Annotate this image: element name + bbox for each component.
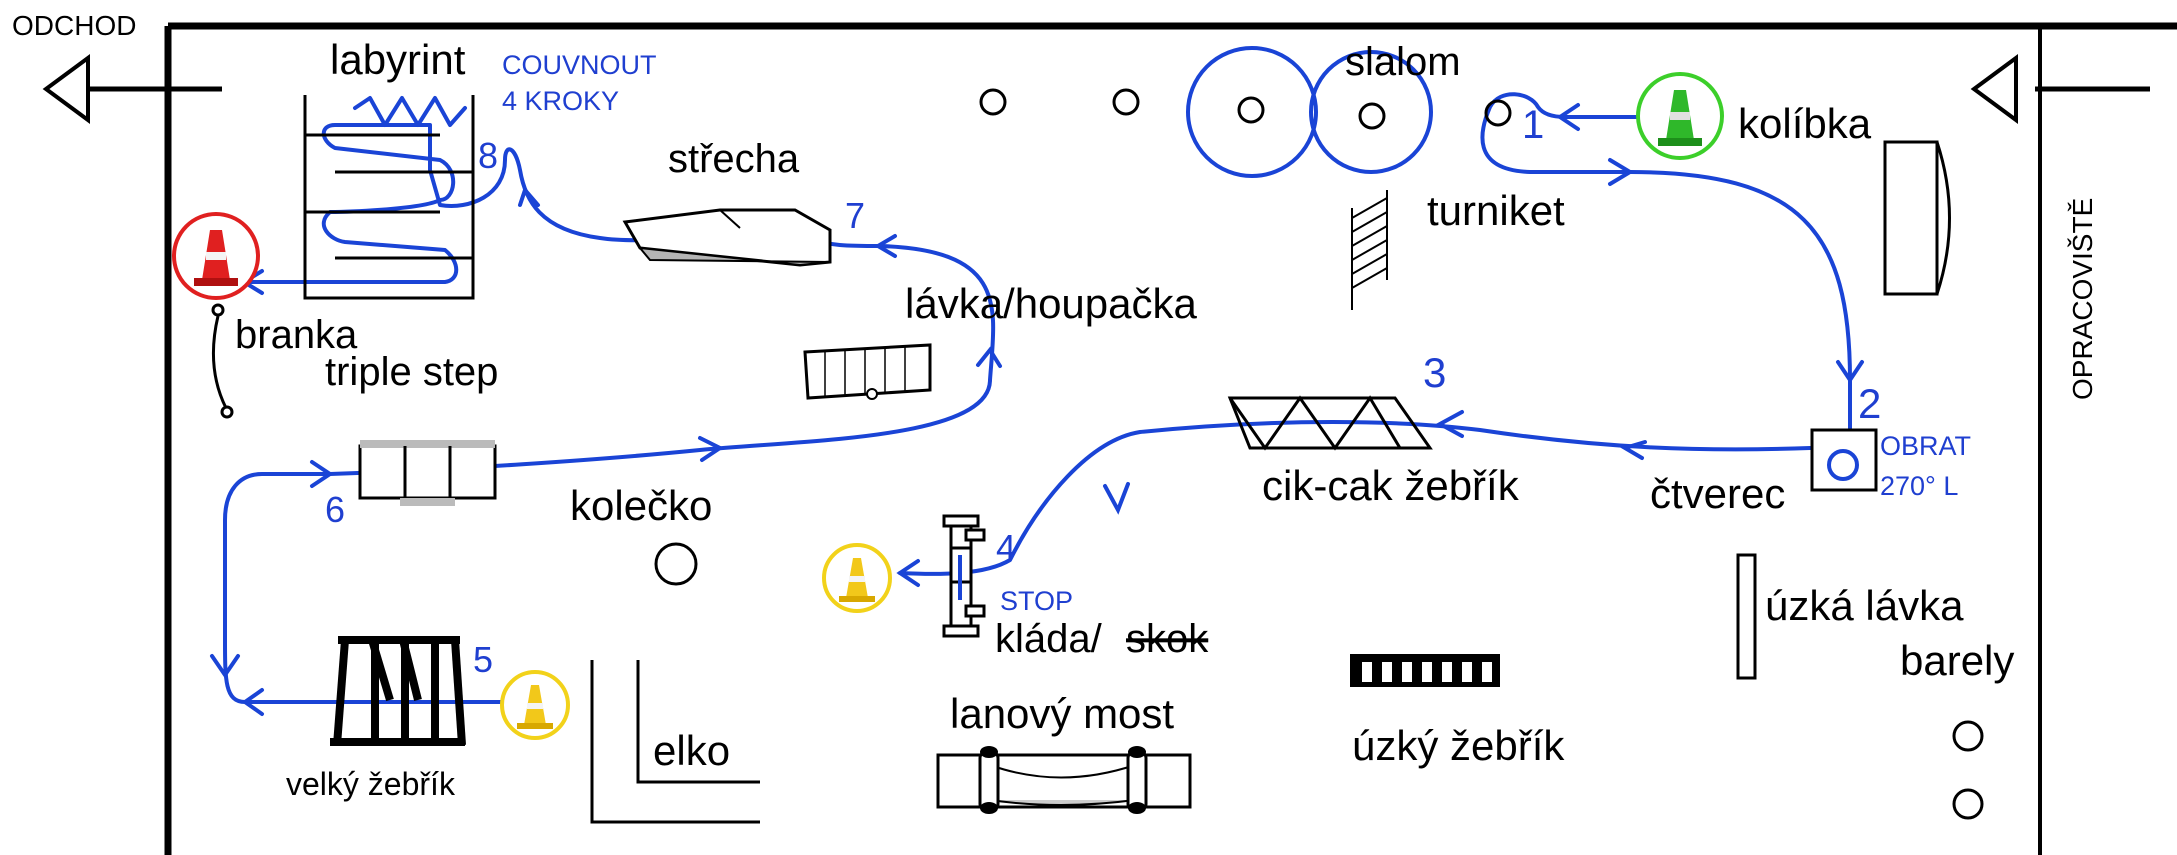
log-icon [942, 514, 986, 638]
step-3: 3 [1423, 349, 1446, 396]
step-5: 5 [473, 639, 493, 680]
barrels-label: barely [1900, 637, 2014, 684]
wheel-label: kolečko [570, 482, 712, 529]
note-backup-line2: 4 KROKY [502, 86, 619, 116]
narrow-ladder-label: úzký žebřík [1352, 722, 1565, 769]
cradle-label: kolíbka [1738, 100, 1872, 147]
rope-bridge-label: lanový most [950, 690, 1174, 737]
slalom-label: slalom [1345, 40, 1461, 84]
warmup-arrow-icon [1970, 54, 2150, 124]
turnstile-icon [1351, 190, 1388, 310]
seesaw-icon [803, 343, 932, 400]
labyrinth-icon [303, 95, 475, 300]
cradle-icon [1883, 140, 1951, 296]
note-stop: STOP [1000, 586, 1073, 616]
wheel-icon [654, 542, 698, 586]
note-turn-line1: OBRAT [1880, 431, 1971, 461]
narrow-ladder-icon [1350, 654, 1500, 687]
square-label: čtverec [1650, 470, 1785, 517]
hurdle-icon [358, 440, 497, 506]
big-ladder-icon [330, 636, 466, 746]
barrel-2-icon [1952, 788, 1984, 820]
route-arrow-icons [210, 103, 1864, 716]
step-1: 1 [1522, 103, 1544, 147]
roof-label: střecha [668, 137, 800, 181]
roof-icon [622, 208, 832, 267]
stop-cone-icon [822, 543, 892, 613]
labyrinth-label: labyrint [330, 36, 466, 83]
elko-icon [590, 660, 760, 824]
arena-border [164, 22, 2177, 855]
narrow-bridge-icon [1736, 553, 1757, 680]
zigzag-ladder-label: cik-cak žebřík [1262, 462, 1520, 509]
step-2: 2 [1858, 380, 1881, 427]
warmup-label: OPRACOVIŠTĚ [2067, 198, 2098, 400]
gate-label: branka [235, 313, 358, 357]
big-ladder-label: velký žebřík [286, 766, 456, 802]
step-6: 6 [325, 489, 345, 530]
exit-label: ODCHOD [12, 10, 136, 41]
narrow-bridge-label: úzká lávka [1765, 582, 1964, 629]
turnstile-label: turniket [1427, 187, 1565, 234]
note-backup-line1: COUVNOUT [502, 50, 657, 80]
start-cone-icon [1636, 72, 1724, 160]
jump-label-struck: skok [1126, 617, 1209, 661]
exit-arrow-icon [42, 54, 222, 124]
finish-cone-icon [172, 212, 260, 300]
step-4: 4 [996, 527, 1016, 568]
elko-label: elko [653, 727, 730, 774]
gate-icon [211, 303, 234, 419]
marker-circle-2 [1112, 88, 1140, 116]
step-7: 7 [845, 195, 865, 236]
zigzag-ladder-icon [1227, 395, 1433, 451]
yellow-cone-icon [500, 670, 570, 740]
note-turn-line2: 270° L [1880, 471, 1958, 501]
barrel-1-icon [1952, 720, 1984, 752]
step-8: 8 [478, 135, 498, 176]
square-icon [1810, 428, 1878, 492]
triple-step-label: triple step [325, 350, 498, 394]
rope-bridge-icon [936, 746, 1192, 814]
seesaw-label: lávka/houpačka [905, 280, 1198, 327]
log-label: kláda/ [995, 617, 1103, 661]
marker-circle-1 [979, 88, 1007, 116]
slalom-icon [1186, 46, 1512, 178]
